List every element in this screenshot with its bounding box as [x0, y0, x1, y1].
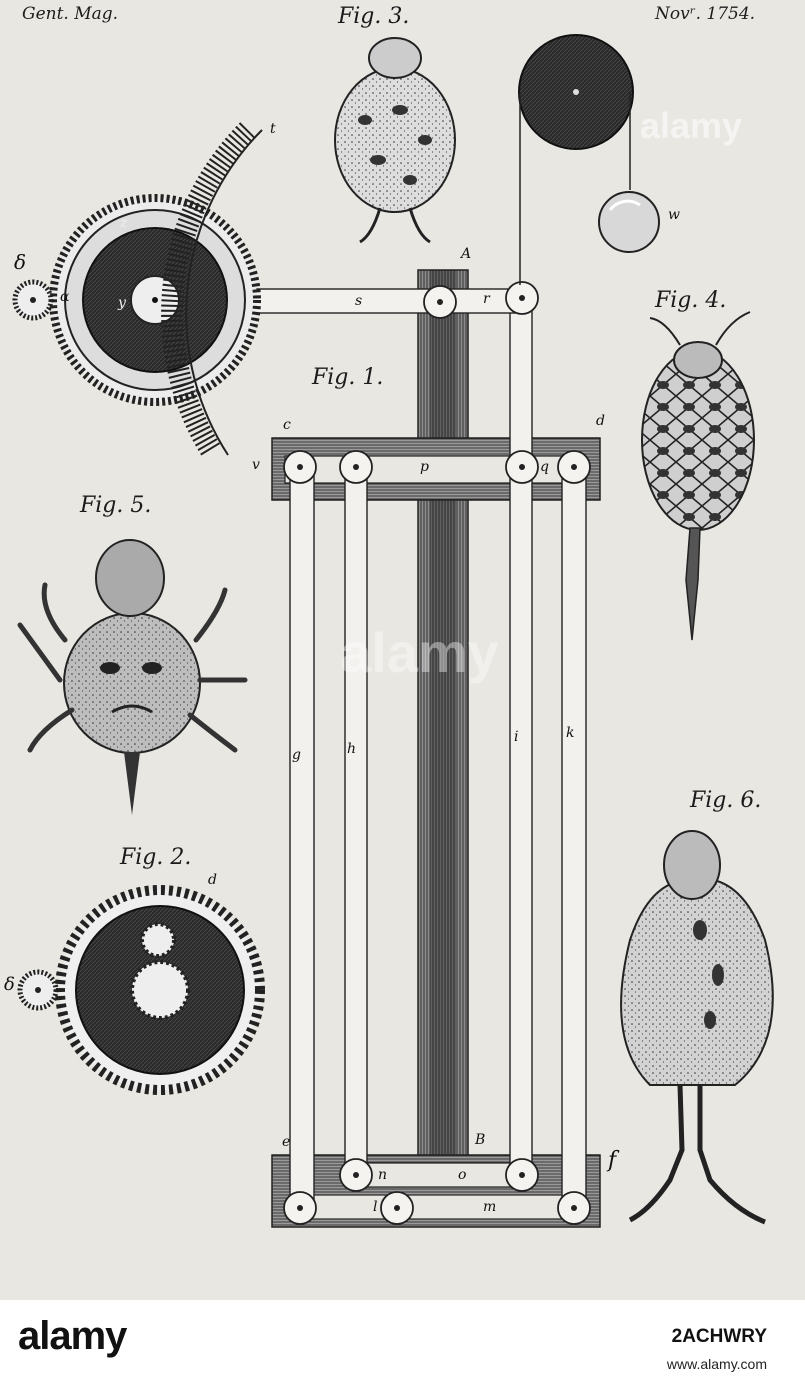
footer-logo: alamy: [18, 1314, 127, 1358]
label-delta-top: δ: [14, 250, 27, 274]
label-n: n: [378, 1167, 388, 1183]
label-t: t: [270, 121, 276, 137]
label-z: z: [120, 215, 128, 231]
label-w: w: [668, 207, 680, 223]
fig4-label: Fig. 4.: [655, 288, 727, 313]
fig5-creature: [17, 539, 248, 815]
footer-image-id: 2ACHWRY: [671, 1326, 767, 1347]
fig6-label: Fig. 6.: [690, 788, 762, 813]
fig3-label: Fig. 3.: [338, 4, 410, 29]
footer-url: www.alamy.com: [666, 1356, 767, 1372]
fig3-creature: [334, 37, 456, 244]
engraving-plate: Gent. Mag. Novʳ. 1754. Fig. 3. Fig. 4. F…: [0, 0, 805, 1300]
central-rack: [417, 269, 469, 1161]
rod-h: [344, 466, 368, 1176]
rod-g: [289, 466, 315, 1206]
header-gent-mag: Gent. Mag.: [22, 4, 119, 24]
label-e: e: [282, 1134, 291, 1150]
label-v: v: [252, 457, 260, 473]
label-B: B: [475, 1132, 486, 1148]
label-s: s: [355, 293, 363, 309]
label-delta-gear: δ: [4, 974, 15, 995]
fig4-creature: [641, 311, 755, 641]
label-h: h: [347, 741, 357, 757]
arm-s: [214, 288, 524, 314]
label-p: p: [420, 459, 429, 475]
label-A: A: [461, 246, 472, 262]
fig2-gear: [17, 885, 265, 1095]
header-date: Novʳ. 1754.: [655, 4, 756, 24]
engraving-drawing: [12, 34, 774, 1228]
label-k: k: [566, 725, 575, 741]
label-d-gear: d: [208, 872, 217, 888]
label-r: r: [483, 291, 490, 307]
label-c: c: [283, 417, 291, 433]
label-x: x: [147, 281, 155, 297]
label-y: y: [118, 295, 126, 311]
label-g: g: [292, 747, 301, 763]
label-l: l: [373, 1199, 378, 1215]
fig2-label: Fig. 2.: [120, 845, 192, 870]
label-o: o: [458, 1167, 467, 1183]
fig1-machine: [214, 34, 660, 1228]
label-f: f: [608, 1148, 617, 1173]
footer: alamy 2ACHWRY www.alamy.com: [0, 1300, 805, 1390]
fig6-creature: [620, 830, 774, 1225]
ratchet-assembly: [12, 122, 263, 458]
label-m: m: [483, 1199, 497, 1215]
label-d: d: [596, 413, 605, 429]
label-q: q: [540, 459, 549, 475]
fig1-label: Fig. 1.: [312, 365, 384, 390]
label-n-gear: n: [152, 977, 162, 993]
watermark-1: alamy: [640, 105, 743, 146]
watermark-2: alamy: [340, 621, 499, 684]
rod-k: [561, 466, 587, 1206]
fig5-label: Fig. 5.: [80, 493, 152, 518]
label-i: i: [514, 729, 519, 745]
label-alpha-top: α: [60, 289, 70, 305]
